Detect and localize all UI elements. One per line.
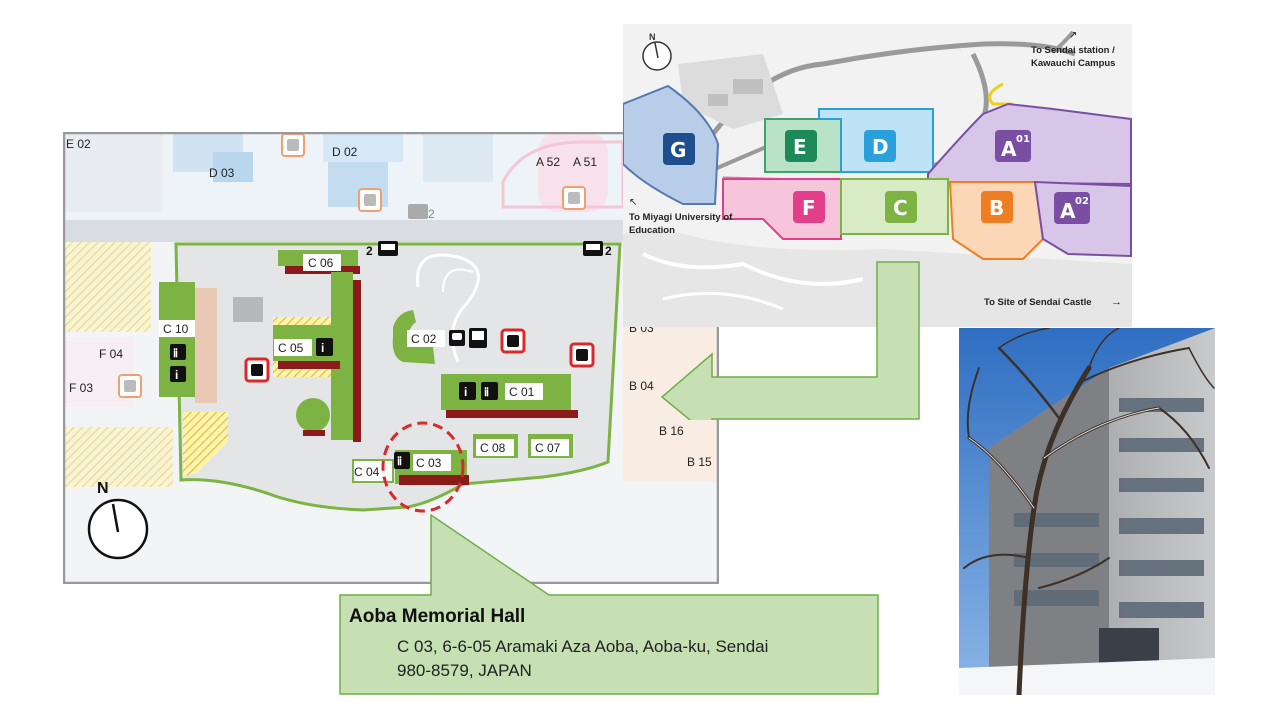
svg-text:D: D	[872, 135, 889, 159]
speech-bubble-icon	[449, 330, 465, 346]
svg-text:F: F	[802, 196, 816, 220]
label-c02: C 02	[411, 332, 437, 346]
label-d02: D 02	[332, 145, 358, 159]
info-icon: i	[316, 338, 333, 356]
callout-title: Aoba Memorial Hall	[349, 606, 526, 627]
svg-text:A: A	[1060, 199, 1076, 223]
label-c07: C 07	[535, 441, 561, 455]
label-e02: E 02	[66, 137, 91, 151]
label-a52: A 52	[536, 155, 560, 169]
svg-text:2: 2	[605, 244, 612, 258]
svg-text:i: i	[175, 368, 178, 382]
zone-b-badge[interactable]: B	[981, 191, 1013, 223]
north-compass-icon: N	[87, 480, 149, 560]
label-f04: F 04	[99, 347, 123, 361]
label-c10: C 10	[163, 322, 189, 336]
label-b04: B 04	[629, 379, 654, 393]
to-sendai-label-2: Kawauchi Campus	[1031, 58, 1115, 69]
zone-e-badge[interactable]: E	[785, 130, 817, 162]
label-d03: D 03	[209, 166, 235, 180]
smoking-area-icon	[281, 133, 305, 157]
svg-text:G: G	[670, 138, 686, 162]
to-sendai-label-1: To Sendai station /	[1031, 45, 1115, 56]
label-c05: C 05	[278, 341, 304, 355]
svg-text:01: 01	[1016, 134, 1030, 145]
zone-f-badge[interactable]: F	[793, 191, 825, 223]
label-c06: C 06	[308, 256, 334, 270]
smoking-area-icon	[562, 186, 586, 210]
zone-c-badge[interactable]: C	[885, 191, 917, 223]
restaurant-icon: ⅱ	[394, 452, 410, 469]
zone-a01-badge[interactable]: A 01	[995, 130, 1031, 162]
aoba-memorial-hall-highlight[interactable]	[381, 421, 465, 513]
callout-address-line1: C 03, 6-6-05 Aramaki Aza Aoba, Aoba-ku, …	[397, 637, 769, 656]
smoking-area-icon	[358, 188, 382, 212]
arrow-ne-icon: ↗	[1069, 30, 1077, 41]
restaurant-icon: ⅱ	[170, 344, 186, 360]
bus-stop-icon: 2	[583, 241, 612, 258]
svg-text:i: i	[321, 341, 324, 355]
svg-text:2: 2	[366, 244, 373, 258]
zone-a02-badge[interactable]: A 02	[1054, 192, 1090, 224]
restaurant-icon: ⅱ	[481, 382, 498, 400]
svg-text:i: i	[464, 385, 467, 399]
svg-text:N: N	[97, 480, 109, 497]
bus-stop-icon: 2	[366, 241, 398, 258]
label-c03: C 03	[416, 456, 442, 470]
label-c08: C 08	[480, 441, 506, 455]
label-c01: C 01	[509, 385, 535, 399]
north-compass-icon: N	[642, 32, 672, 71]
monitor-icon	[469, 328, 487, 348]
callout-address-line2: 980-8579, JAPAN	[397, 661, 532, 680]
zone-g-badge[interactable]: G	[663, 133, 695, 165]
info-icon: i	[459, 382, 476, 400]
building-photo	[959, 328, 1215, 695]
svg-text:C: C	[893, 196, 908, 220]
svg-text:N: N	[649, 32, 656, 42]
zone-d-badge[interactable]: D	[864, 130, 896, 162]
smoking-area-icon	[500, 328, 526, 354]
building-c06-wing	[331, 272, 353, 440]
svg-text:02: 02	[1075, 196, 1089, 207]
svg-text:ⅱ: ⅱ	[397, 456, 402, 468]
label-c04: C 04	[354, 465, 380, 479]
info-icon: i	[170, 366, 186, 382]
svg-text:A: A	[1001, 137, 1017, 161]
building-c02	[392, 310, 435, 364]
smoking-area-icon	[244, 357, 270, 383]
smoking-area-icon	[569, 342, 595, 368]
svg-text:B: B	[989, 196, 1004, 220]
svg-text:ⅱ: ⅱ	[173, 348, 178, 360]
arrow-nw-icon: ↖	[629, 197, 637, 208]
pointer-arrow	[660, 261, 920, 420]
arrow-right-icon: →	[1111, 296, 1122, 308]
label-b16: B 16	[659, 424, 684, 438]
label-a51: A 51	[573, 155, 597, 169]
to-miyagi-label-2: Education	[629, 225, 675, 236]
smoking-area-icon	[118, 374, 142, 398]
svg-text:ⅱ: ⅱ	[484, 387, 489, 399]
svg-text:E: E	[793, 135, 807, 159]
label-f03: F 03	[69, 381, 93, 395]
bus-stop-icon: 2	[408, 204, 435, 221]
label-b15: B 15	[687, 455, 712, 469]
to-castle-label: To Site of Sendai Castle	[984, 297, 1092, 308]
callout-box	[339, 514, 879, 695]
to-miyagi-label-1: To Miyagi University of	[629, 212, 733, 223]
svg-text:2: 2	[428, 207, 435, 221]
